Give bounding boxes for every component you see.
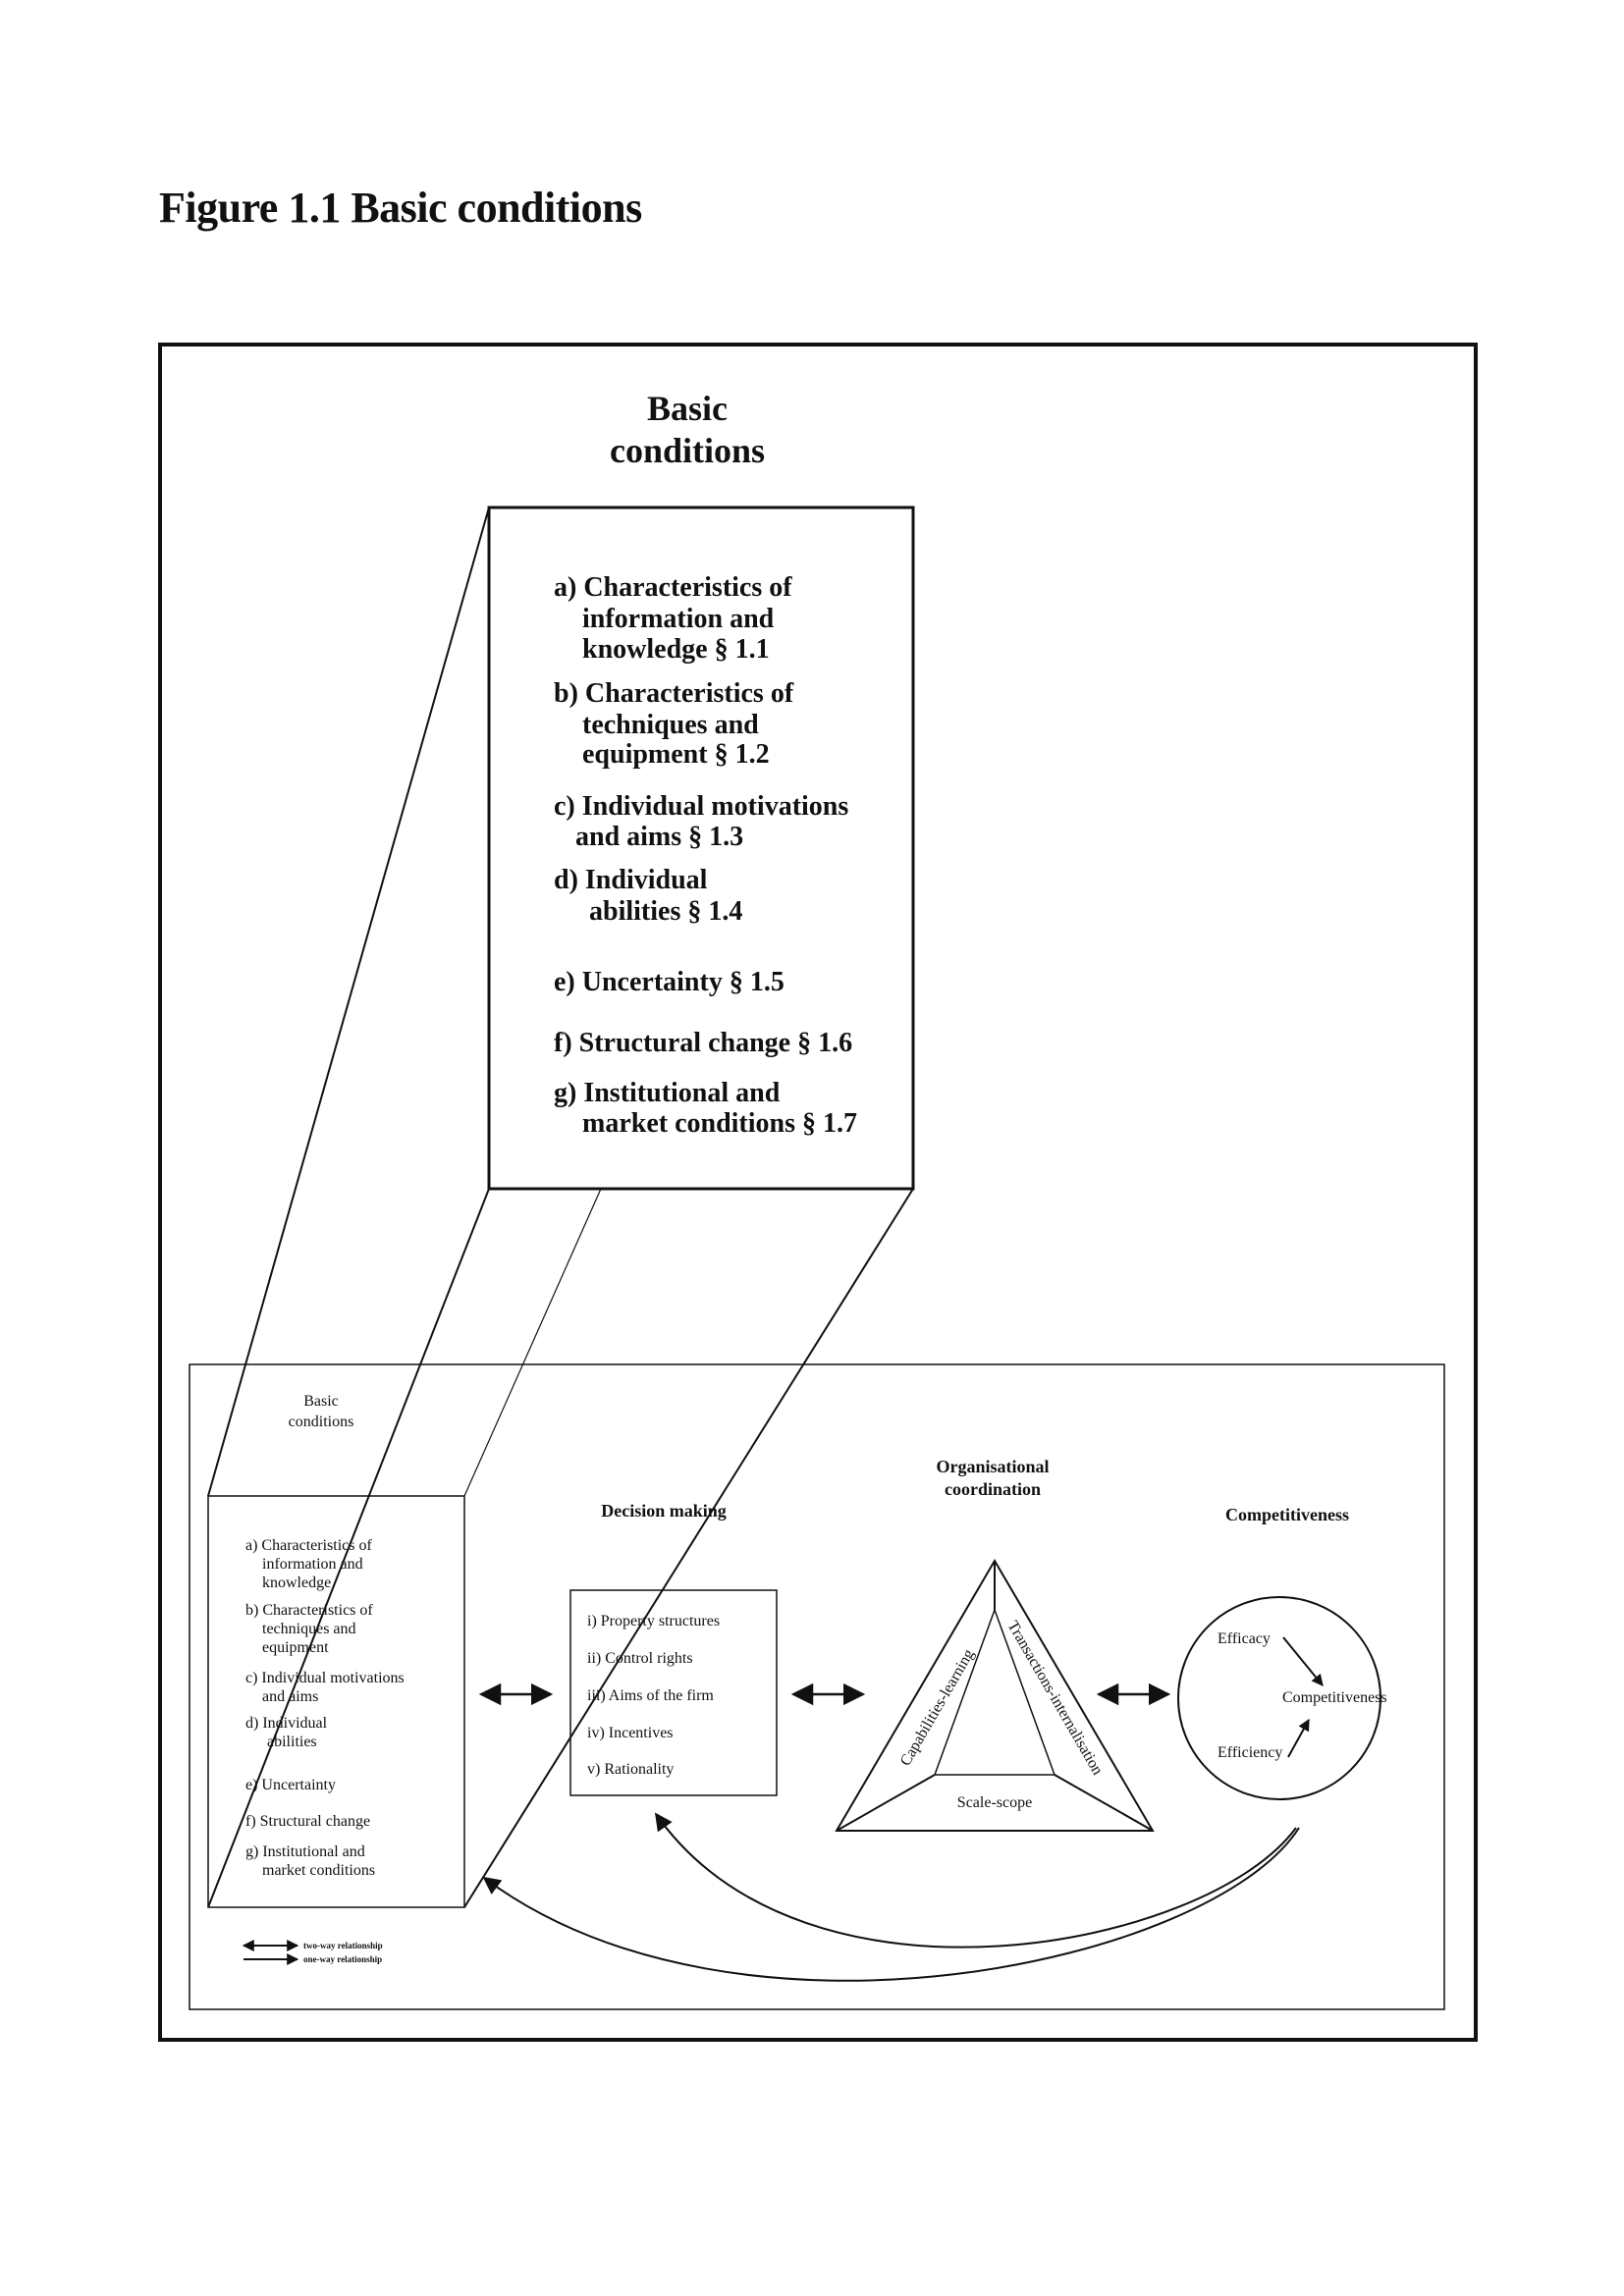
svg-text:information and: information and [262, 1556, 363, 1573]
svg-text:equipment § 1.2: equipment § 1.2 [582, 739, 770, 770]
zoom-item-f: f) Structural change § 1.6 [554, 1028, 852, 1058]
bc-item-g: g) Institutional and market conditions [245, 1843, 375, 1879]
zoom-title-line-1: Basic [647, 389, 728, 428]
org-coordination-title: Organisational coordination [936, 1457, 1049, 1499]
zoom-title-line-2: conditions [610, 431, 765, 470]
competitiveness-circle [1177, 1596, 1381, 1800]
figure-title: Figure 1.1 Basic conditions [159, 184, 642, 232]
feedback-curve-to-decision-making [654, 1812, 1297, 1949]
svg-text:market conditions § 1.7: market conditions § 1.7 [582, 1108, 857, 1139]
svg-text:d) Individual: d) Individual [554, 865, 708, 895]
bc-item-d: d) Individual abilities [245, 1715, 328, 1750]
legend-one-way-label: one-way relationship [303, 1954, 382, 1964]
feedback-curve-to-basic-conditions [482, 1827, 1300, 1982]
svg-text:Basic: Basic [303, 1393, 339, 1410]
svg-text:g) Institutional and: g) Institutional and [245, 1843, 365, 1860]
svg-text:a) Characteristics of: a) Characteristics of [554, 572, 792, 603]
svg-text:c) Individual motivations: c) Individual motivations [245, 1670, 405, 1686]
svg-text:techniques and: techniques and [582, 710, 759, 740]
basic-conditions-title: Basic conditions [289, 1393, 354, 1430]
svg-text:abilities § 1.4: abilities § 1.4 [589, 896, 742, 927]
bc-item-b: b) Characteristics of techniques and equ… [245, 1602, 373, 1656]
zoom-item-b: b) Characteristics of techniques and equ… [554, 678, 794, 770]
bc-item-a: a) Characteristics of information and kn… [245, 1537, 373, 1591]
svg-text:knowledge § 1.1: knowledge § 1.1 [582, 634, 770, 665]
svg-text:b) Characteristics of: b) Characteristics of [245, 1602, 373, 1619]
dm-item: iii) Aims of the firm [587, 1687, 714, 1704]
svg-text:and aims: and aims [262, 1688, 318, 1705]
dm-item: ii) Control rights [587, 1650, 693, 1667]
org-triangle [835, 1559, 1155, 1832]
zoom-item-a: a) Characteristics of information and kn… [554, 572, 792, 665]
projection-lines [207, 507, 914, 1908]
svg-text:c) Individual motivations: c) Individual motivations [554, 791, 848, 822]
efficiency-arrow [1287, 1718, 1310, 1758]
zoom-box-title: Basic conditions [610, 389, 765, 470]
transactions-internalisation-label: Transactions-internalisation [1004, 1619, 1107, 1779]
zoom-box-items: a) Characteristics of information and kn… [554, 572, 857, 1139]
svg-text:a) Characteristics of: a) Characteristics of [245, 1537, 373, 1554]
svg-text:g) Institutional and: g) Institutional and [554, 1078, 781, 1108]
zoom-item-c: c) Individual motivations and aims § 1.3 [554, 791, 848, 852]
basic-conditions-box [207, 1495, 465, 1908]
bc-item-f: f) Structural change [245, 1813, 370, 1830]
svg-text:equipment: equipment [262, 1639, 329, 1656]
svg-text:and aims § 1.3: and aims § 1.3 [575, 822, 743, 852]
svg-text:conditions: conditions [289, 1414, 354, 1430]
dm-item: i) Property structures [587, 1613, 720, 1629]
basic-conditions-items: a) Characteristics of information and kn… [245, 1537, 405, 1879]
zoom-item-g: g) Institutional and market conditions §… [554, 1078, 857, 1139]
zoom-item-e: e) Uncertainty § 1.5 [554, 967, 785, 997]
inner-frame [189, 1363, 1445, 2010]
competitiveness-title: Competitiveness [1225, 1505, 1349, 1524]
scale-scope-label: Scale-scope [957, 1794, 1032, 1811]
efficiency-label: Efficiency [1218, 1744, 1282, 1761]
efficacy-arrow [1282, 1636, 1324, 1686]
svg-text:techniques and: techniques and [262, 1621, 356, 1637]
svg-text:d) Individual: d) Individual [245, 1715, 328, 1732]
decision-making-box [569, 1589, 778, 1796]
legend-two-way-label: two-way relationship [303, 1941, 383, 1950]
competitiveness-center-label: Competitiveness [1282, 1689, 1387, 1706]
svg-text:knowledge: knowledge [262, 1575, 331, 1591]
svg-text:coordination: coordination [945, 1479, 1041, 1499]
svg-text:b) Characteristics of: b) Characteristics of [554, 678, 794, 709]
svg-text:market conditions: market conditions [262, 1862, 375, 1879]
zoom-box [487, 506, 915, 1191]
bc-item-c: c) Individual motivations and aims [245, 1670, 405, 1705]
decision-making-items: i) Property structures ii) Control right… [587, 1613, 720, 1778]
dm-item: v) Rationality [587, 1761, 674, 1778]
efficacy-label: Efficacy [1218, 1630, 1271, 1647]
decision-making-title: Decision making [601, 1501, 727, 1521]
svg-text:Organisational: Organisational [936, 1457, 1049, 1476]
outer-frame [158, 343, 1478, 2042]
zoom-item-d: d) Individual abilities § 1.4 [554, 865, 742, 927]
svg-text:abilities: abilities [267, 1734, 317, 1750]
legend: two-way relationship one-way relationshi… [242, 1940, 383, 1965]
svg-text:information and: information and [582, 604, 775, 634]
dm-item: iv) Incentives [587, 1725, 674, 1741]
bc-item-e: e) Uncertainty [245, 1777, 336, 1793]
